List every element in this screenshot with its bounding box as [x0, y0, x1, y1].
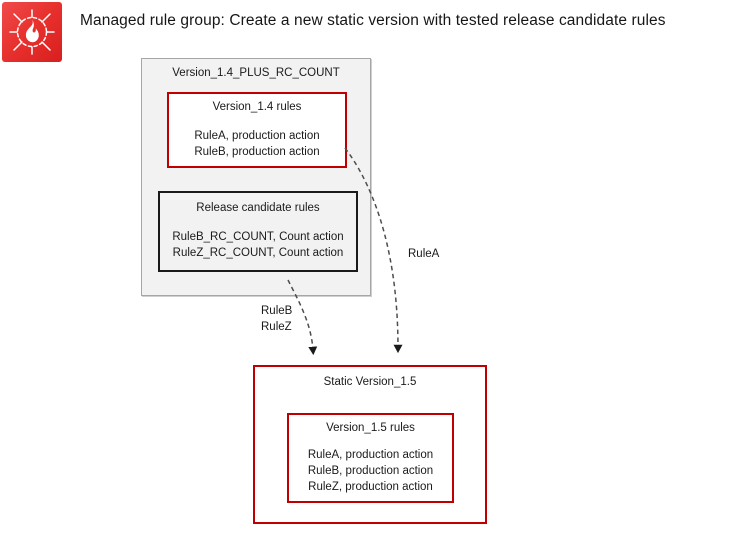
rule-item: RuleA, production action	[194, 130, 320, 142]
rule-item: RuleB, production action	[194, 146, 320, 158]
rule-item: RuleZ, production action	[308, 481, 433, 493]
rule-item: RuleZ_RC_COUNT, Count action	[172, 247, 344, 259]
release-candidate-rules-box: Release candidate rules RuleB_RC_COUNT, …	[158, 191, 358, 272]
version-1-5-rules-title: Version_1.5 rules	[326, 422, 415, 434]
version-1-4-rules-list: RuleA, production action RuleB, producti…	[169, 128, 345, 160]
edge-label-rulebz: RuleB RuleZ	[261, 303, 292, 335]
edge-label-rulez: RuleZ	[261, 321, 292, 333]
rule-item: RuleB_RC_COUNT, Count action	[172, 231, 344, 243]
diagram-title: Managed rule group: Create a new static …	[80, 12, 666, 29]
static-version-1-5-title: Static Version_1.5	[323, 376, 417, 388]
version-1-5-rules-list: RuleA, production action RuleB, producti…	[289, 447, 452, 495]
version-1-4-rules-title: Version_1.4 rules	[212, 101, 302, 113]
edge-label-rulea: RuleA	[408, 248, 440, 260]
group-container-title: Version_1.4_PLUS_RC_COUNT	[172, 67, 340, 79]
release-candidate-rules-list: RuleB_RC_COUNT, Count action RuleZ_RC_CO…	[160, 229, 356, 261]
version-1-4-rules-box: Version_1.4 rules RuleA, production acti…	[167, 92, 347, 168]
edge-label-ruleb: RuleB	[261, 305, 293, 317]
aws-waf-icon	[2, 2, 62, 62]
rule-item: RuleB, production action	[307, 465, 434, 477]
rule-item: RuleA, production action	[307, 449, 434, 461]
version-1-5-rules-box: Version_1.5 rules RuleA, production acti…	[287, 413, 454, 503]
release-candidate-rules-title: Release candidate rules	[196, 202, 320, 214]
